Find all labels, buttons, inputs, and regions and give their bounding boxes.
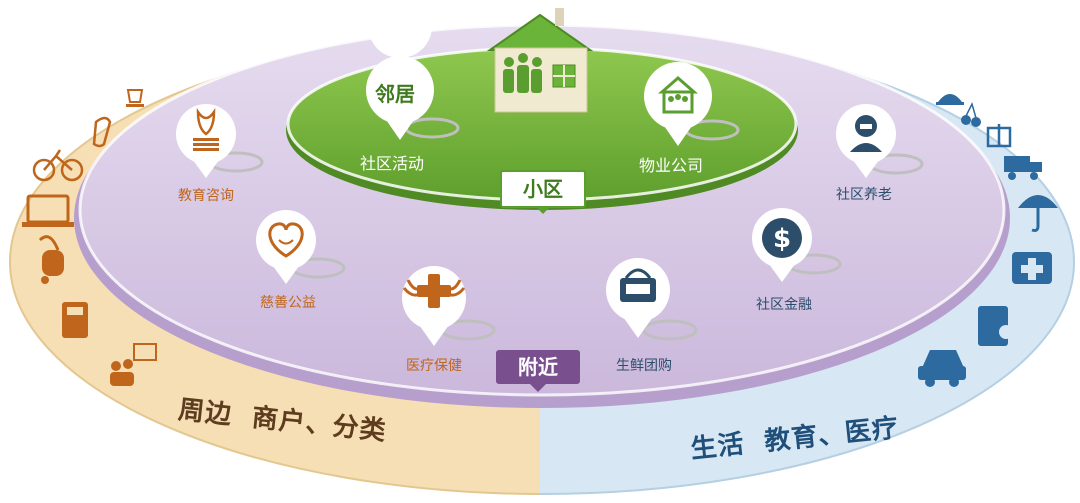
finance-label: 社区金融 bbox=[756, 297, 812, 313]
inner-tag-xiaoqu: 小区 bbox=[500, 170, 586, 214]
healthcare-label: 医疗保健 bbox=[406, 358, 462, 374]
gift-icon bbox=[986, 124, 1012, 148]
charity-label: 慈善公益 bbox=[260, 295, 316, 311]
presentation-icon bbox=[110, 343, 157, 386]
elderly-label: 社区养老 bbox=[836, 187, 892, 203]
neighbor-label: 邻居 bbox=[375, 82, 415, 106]
book-person-icon bbox=[978, 306, 1013, 346]
right-band-icons bbox=[918, 94, 1058, 387]
cherries-icon bbox=[961, 101, 981, 127]
laptop-icon bbox=[22, 194, 74, 227]
left-band-icons bbox=[22, 89, 157, 386]
pin-charity bbox=[256, 210, 346, 284]
grocery-label: 生鲜团购 bbox=[616, 358, 672, 374]
education-label: 教育咨询 bbox=[178, 188, 234, 204]
community-activity-label: 社区活动 bbox=[360, 154, 425, 173]
property-company-label: 物业公司 bbox=[639, 156, 704, 175]
pin-property bbox=[644, 62, 740, 146]
pin-neighbor bbox=[366, 0, 460, 140]
house-with-family-icon bbox=[486, 8, 594, 113]
taxi-icon bbox=[918, 350, 966, 387]
pin-elderly bbox=[836, 104, 924, 178]
umbrella-icon bbox=[1018, 195, 1058, 232]
medical-kit-icon bbox=[1012, 252, 1052, 284]
cup-icon bbox=[126, 89, 144, 107]
pin-education bbox=[176, 104, 264, 178]
cloche-icon bbox=[936, 94, 964, 105]
vacuum-icon bbox=[38, 235, 64, 284]
pin-healthcare bbox=[402, 266, 496, 346]
truck-icon bbox=[1004, 156, 1042, 180]
middle-tag-fujin: 附近 bbox=[496, 350, 580, 392]
pin-finance: $ bbox=[752, 208, 842, 282]
pos-terminal-icon bbox=[62, 302, 88, 338]
phone-icon bbox=[92, 116, 112, 148]
pin-grocery bbox=[606, 258, 698, 341]
svg-text:$: $ bbox=[773, 224, 791, 254]
bicycle-icon bbox=[32, 149, 84, 182]
